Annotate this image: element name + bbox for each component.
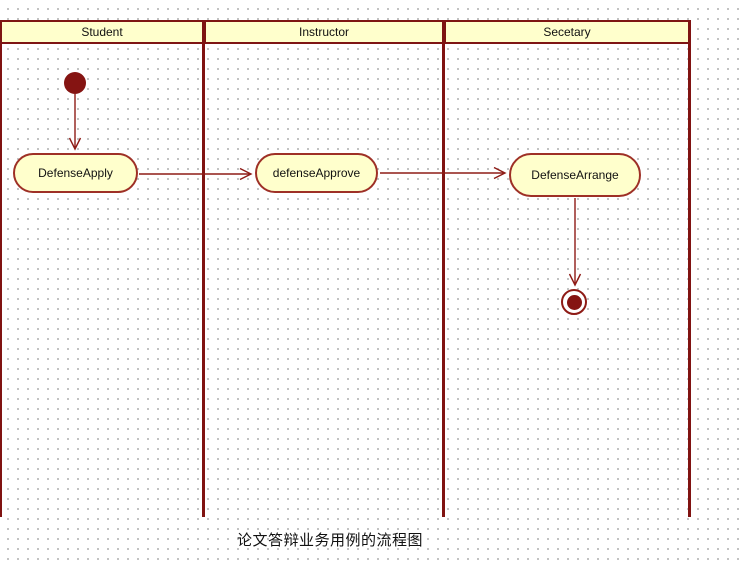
swimlane-label: Instructor [298,25,349,39]
lane-boundary-right [688,20,691,517]
swimlane-label: Secetary [543,25,591,39]
diagram-caption: 论文答辩业务用例的流程图 [236,532,423,549]
final-state-core [566,294,582,310]
activity-label: defenseApprove [272,166,361,180]
arrowhead-right-icon [239,167,253,181]
lane-boundary-left [0,20,2,517]
activity-label: DefenseApply [38,166,113,180]
activity-label: DefenseArrange [531,168,619,182]
arrowhead-right-icon [493,166,507,180]
swimlane-header-secetary: Secetary [444,20,690,44]
swimlane-header-instructor: Instructor [204,20,444,44]
activity-defenseapply: DefenseApply [13,153,138,193]
arrowhead-down-icon [568,273,582,287]
lane-divider-student-instructor [202,20,205,517]
arrowhead-down-icon [68,137,82,151]
swimlane-header-student: Student [0,20,204,44]
initial-state-icon [64,72,86,94]
activity-defensearrange: DefenseArrange [509,153,641,197]
swimlane-label: Student [81,25,123,39]
lane-divider-instructor-secetary [442,20,445,517]
final-state-icon [561,289,587,315]
activity-defenseapprove: defenseApprove [255,153,378,193]
